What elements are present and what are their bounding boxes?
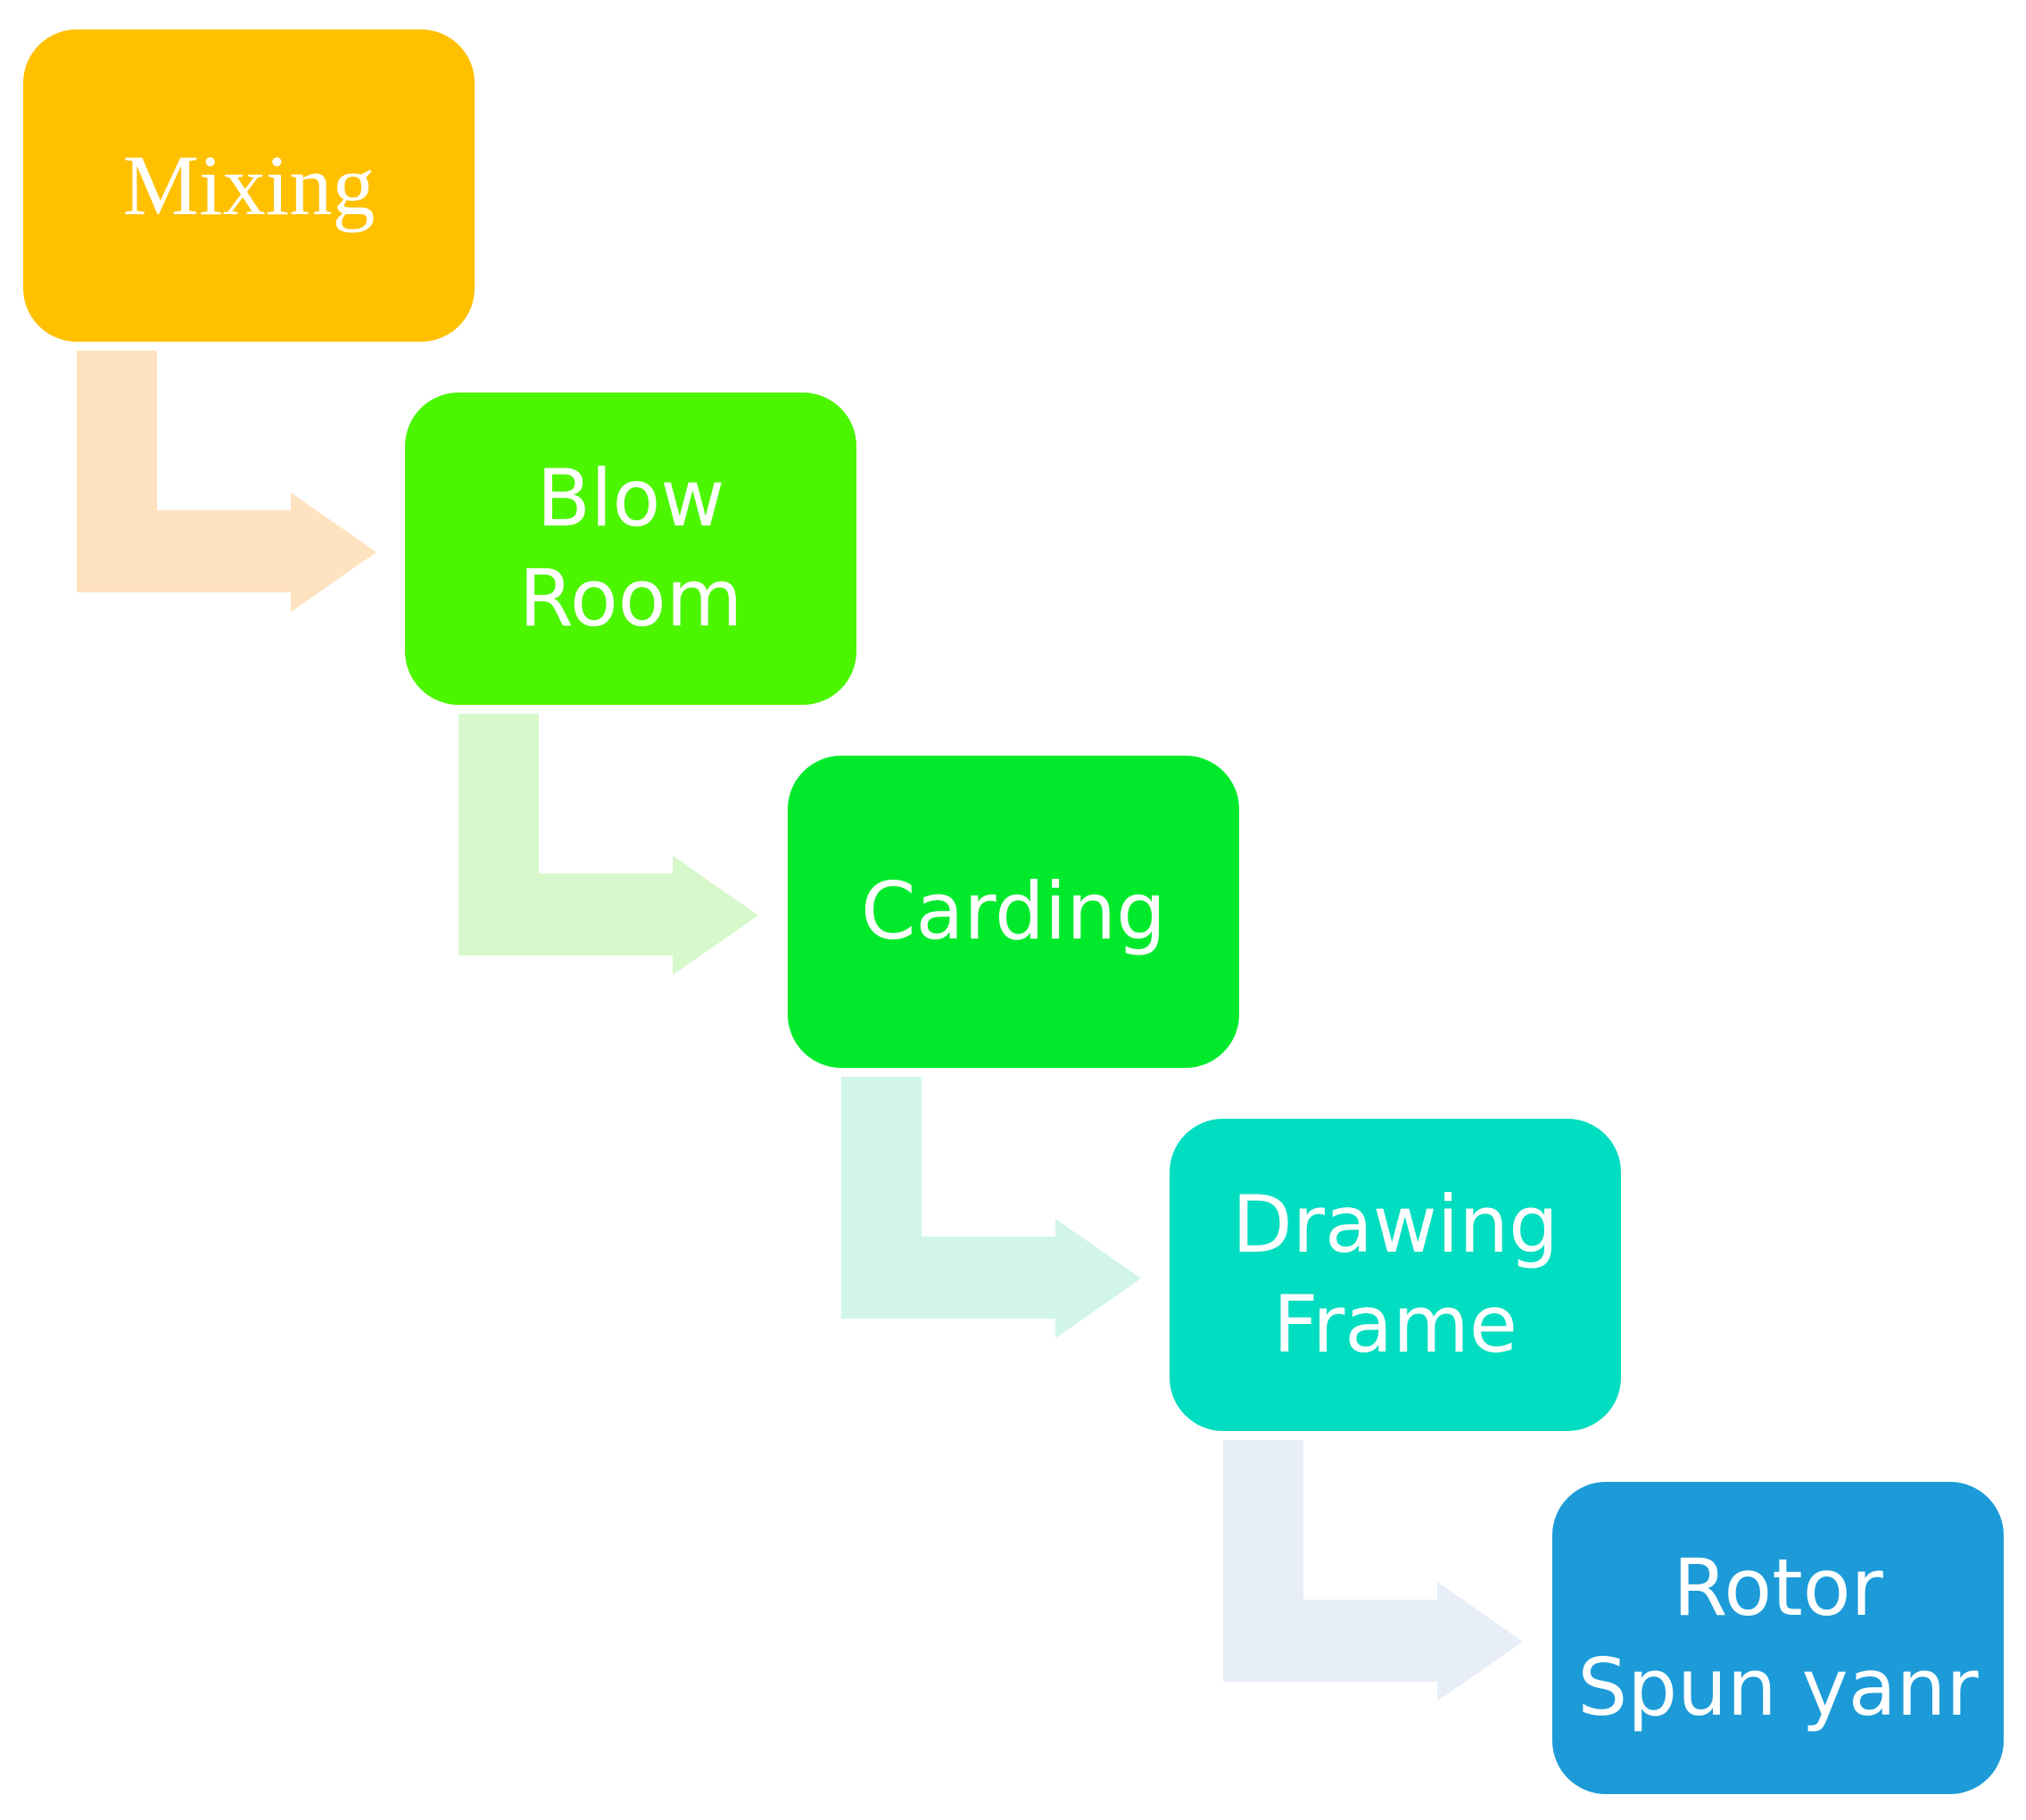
step-label-drawing-frame-line-1: Drawing: [1232, 1179, 1559, 1270]
step-box-rotor-spun-yarn: Rotor Spun yanr: [1552, 1482, 2004, 1794]
step-label-blow-room-line-1: Blow: [536, 452, 725, 544]
step-label-mixing-line-1: Mixing: [122, 137, 376, 233]
elbow-arrow-carding-to-drawing-frame: [841, 1077, 1141, 1338]
step-label-rotor-spun-yarn-line-1: Rotor: [1673, 1542, 1883, 1634]
step-box-carding: Carding: [788, 756, 1239, 1068]
elbow-arrow-blow-room-to-carding: [459, 714, 758, 975]
step-label-mixing: Mixing: [123, 136, 376, 236]
step-label-rotor-spun-yarn: Rotor Spun yanr: [1577, 1538, 1978, 1738]
step-label-drawing-frame-line-2: Frame: [1272, 1278, 1518, 1370]
step-label-carding: Carding: [861, 862, 1166, 962]
elbow-arrow-drawing-frame-to-rotor: [1223, 1440, 1523, 1701]
step-box-drawing-frame: Drawing Frame: [1170, 1119, 1621, 1431]
step-label-drawing-frame: Drawing Frame: [1232, 1175, 1559, 1375]
step-label-rotor-spun-yarn-line-2: Spun yanr: [1577, 1642, 1979, 1733]
step-label-blow-room: Blow Room: [519, 449, 743, 649]
elbow-arrow-mixing-to-blow-room: [77, 351, 376, 612]
step-box-mixing: Mixing: [23, 29, 475, 342]
step-box-blow-room: Blow Room: [405, 393, 856, 705]
step-label-carding-line-1: Carding: [861, 865, 1166, 957]
step-label-blow-room-line-2: Room: [518, 552, 743, 644]
